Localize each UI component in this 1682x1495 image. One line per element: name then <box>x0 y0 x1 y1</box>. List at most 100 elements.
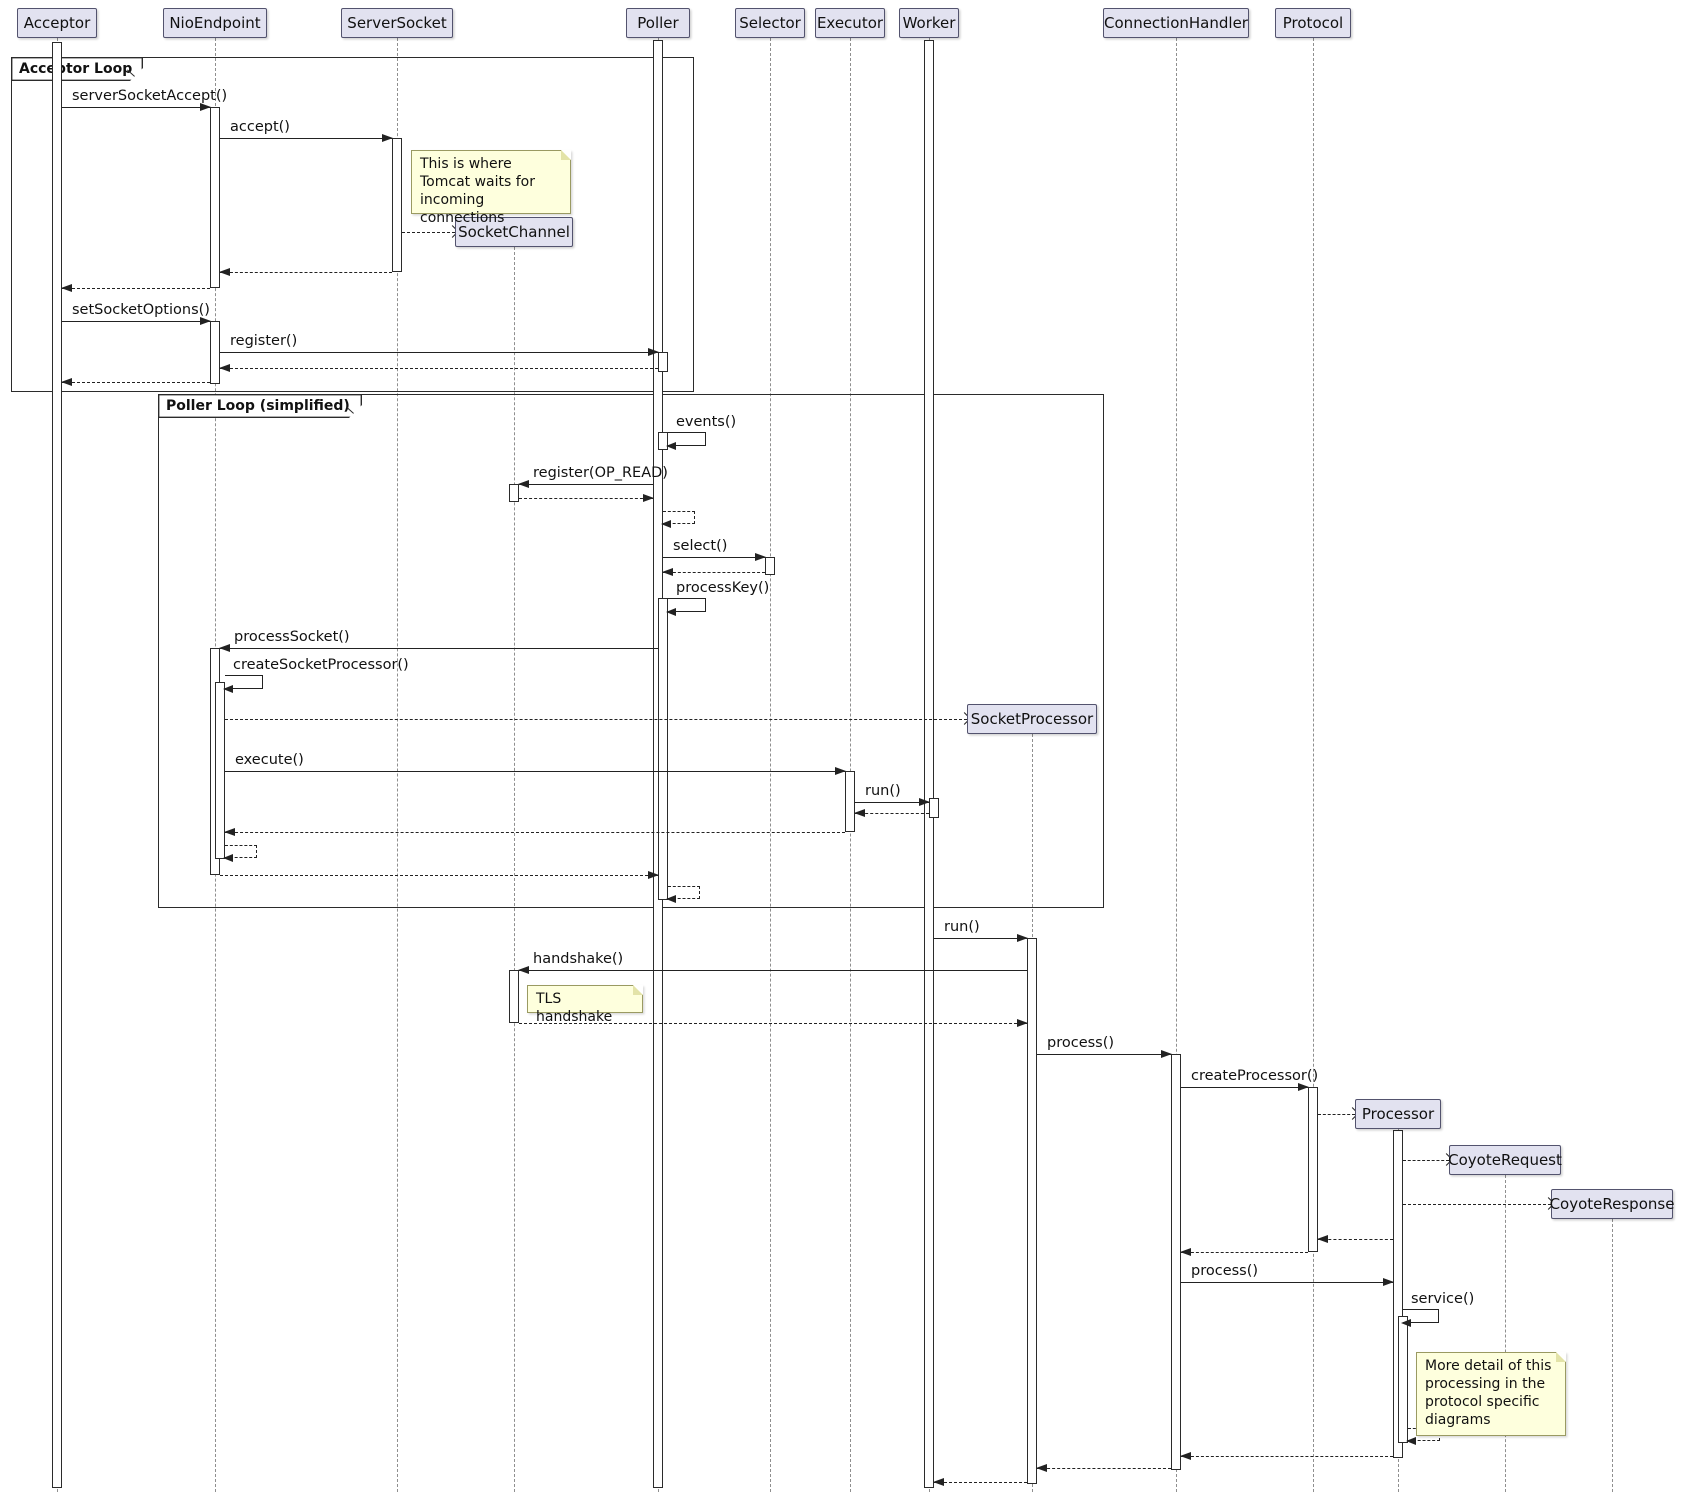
activation-poller-processkey <box>658 598 668 900</box>
arrowhead-icon <box>648 348 659 357</box>
arrowhead-icon <box>666 608 676 616</box>
participant-processor: Processor <box>1355 1099 1441 1129</box>
note-fold-icon <box>1556 1352 1566 1362</box>
message-service-self: service() <box>1401 1291 1474 1327</box>
participant-poller: Poller <box>626 8 690 38</box>
message-processkey-label: processKey() <box>676 580 770 596</box>
message-nioendpoint-self-return <box>223 845 257 862</box>
participant-nioendpoint-label: NioEndpoint <box>169 14 261 32</box>
arrowhead-icon <box>1383 1278 1394 1287</box>
participant-coyoteresponse: CoyoteResponse <box>1549 1189 1675 1219</box>
message-run-socketprocessor-label: run() <box>944 919 980 935</box>
participant-processor-label: Processor <box>1361 1105 1435 1123</box>
message-setsocketoptions-label: setSocketOptions() <box>72 302 210 318</box>
activation-socketchannel-handshake <box>509 970 519 1023</box>
participant-acceptor: Acceptor <box>17 8 97 38</box>
arrowhead-icon <box>382 134 393 143</box>
activation-worker-thread <box>924 40 934 1488</box>
participant-worker: Worker <box>899 8 959 38</box>
participant-poller-label: Poller <box>637 14 679 32</box>
participant-serversocket-label: ServerSocket <box>347 14 447 32</box>
participant-socketprocessor: SocketProcessor <box>967 704 1097 734</box>
message-register-opread-label: register(OP_READ) <box>533 465 668 481</box>
lifeline-selector <box>770 38 771 1492</box>
lifeline-serversocket <box>397 38 398 1492</box>
note-tomcat-waits: This is where Tomcat waits for incoming … <box>411 150 571 226</box>
participant-protocol-label: Protocol <box>1282 14 1344 32</box>
activation-nioendpoint-nested <box>215 682 225 859</box>
lifeline-connectionhandler <box>1176 38 1177 1492</box>
arrowhead-icon <box>518 966 529 975</box>
arrowhead-icon <box>1017 1019 1028 1028</box>
participant-worker-label: Worker <box>902 14 956 32</box>
lifeline-executor <box>850 38 851 1492</box>
arrowhead-icon <box>223 685 233 693</box>
activation-socketprocessor <box>1027 938 1037 1484</box>
message-serversocketaccept-label: serverSocketAccept() <box>72 88 228 104</box>
message-handshake-label: handshake() <box>533 951 624 967</box>
arrowhead-icon <box>1406 1437 1416 1445</box>
activation-poller-events <box>658 432 668 450</box>
note-tls-handshake-text: TLS handshake <box>536 991 613 1025</box>
activation-worker-run <box>929 798 939 818</box>
activation-executor <box>845 771 855 832</box>
arrowhead-icon <box>1180 1248 1191 1257</box>
activation-protocol <box>1308 1087 1318 1252</box>
arrowhead-icon <box>219 364 230 373</box>
lifeline-socketchannel <box>514 247 515 1492</box>
participant-connectionhandler-label: ConnectionHandler <box>1104 14 1248 32</box>
participant-executor: Executor <box>815 8 885 38</box>
arrowhead-icon <box>919 798 930 807</box>
arrowhead-icon <box>1161 1050 1172 1059</box>
arrowhead-icon <box>1298 1083 1309 1092</box>
frame-acceptor-loop: Acceptor Loop <box>11 57 694 392</box>
arrowhead-icon <box>200 317 211 326</box>
message-execute-label: execute() <box>235 752 304 768</box>
message-events-self: events() <box>666 414 736 450</box>
message-run-worker-label: run() <box>865 783 901 799</box>
arrowhead-icon <box>224 828 235 837</box>
activation-connectionhandler <box>1171 1054 1181 1470</box>
arrowhead-icon <box>662 568 673 577</box>
note-tomcat-waits-text: This is where Tomcat waits for incoming … <box>420 156 535 226</box>
activation-nioendpoint-accept <box>210 107 220 288</box>
participant-coyoteresponse-label: CoyoteResponse <box>1549 1195 1675 1213</box>
participant-socketchannel: SocketChannel <box>455 217 573 247</box>
message-createsocketprocessor-self: createSocketProcessor() <box>223 657 409 693</box>
arrowhead-icon <box>666 442 676 450</box>
arrowhead-icon <box>219 268 230 277</box>
arrowhead-icon <box>1180 1452 1191 1461</box>
message-register-label: register() <box>230 333 298 349</box>
message-processkey-self: processKey() <box>666 580 769 616</box>
participant-socketprocessor-label: SocketProcessor <box>970 710 1094 728</box>
message-select-label: select() <box>673 538 728 554</box>
participant-connectionhandler: ConnectionHandler <box>1103 8 1249 38</box>
participant-executor-label: Executor <box>816 14 884 32</box>
arrowhead-icon <box>518 480 529 489</box>
message-process-handler-label: process() <box>1047 1035 1115 1051</box>
participant-coyoterequest: CoyoteRequest <box>1448 1145 1562 1175</box>
arrowhead-icon <box>666 895 676 903</box>
arrowhead-icon <box>223 854 233 862</box>
note-more-detail: More detail of this processing in the pr… <box>1416 1352 1566 1436</box>
arrowhead-icon <box>1317 1235 1328 1244</box>
participant-nioendpoint: NioEndpoint <box>163 8 267 38</box>
frame-acceptor-loop-label: Acceptor Loop <box>11 57 143 81</box>
message-processsocket-label: processSocket() <box>234 629 350 645</box>
arrowhead-icon <box>933 1478 944 1487</box>
arrowhead-icon <box>1017 934 1028 943</box>
activation-serversocket <box>392 138 402 272</box>
arrowhead-icon <box>755 553 766 562</box>
activation-selector <box>765 557 775 575</box>
message-service-label: service() <box>1411 1291 1475 1307</box>
participant-acceptor-label: Acceptor <box>23 14 91 32</box>
lifeline-coyoterequest <box>1505 1175 1506 1492</box>
arrowhead-icon <box>661 520 671 528</box>
message-poller-self-return-1 <box>661 511 695 528</box>
arrowhead-icon <box>1401 1319 1411 1327</box>
message-process-processor-label: process() <box>1191 1263 1259 1279</box>
arrowhead-icon <box>200 103 211 112</box>
activation-nioendpoint-setopts <box>210 321 220 384</box>
arrowhead-icon <box>219 644 230 653</box>
